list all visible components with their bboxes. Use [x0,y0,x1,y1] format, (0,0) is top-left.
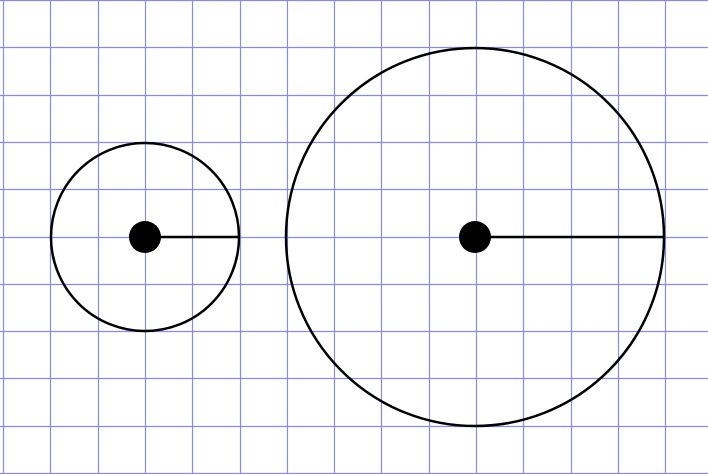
shapes [49,46,666,428]
small-circle-group [49,141,241,333]
large-circle-group [284,46,666,428]
small-circle-center-dot [129,221,161,253]
large-circle-center-dot [459,221,491,253]
